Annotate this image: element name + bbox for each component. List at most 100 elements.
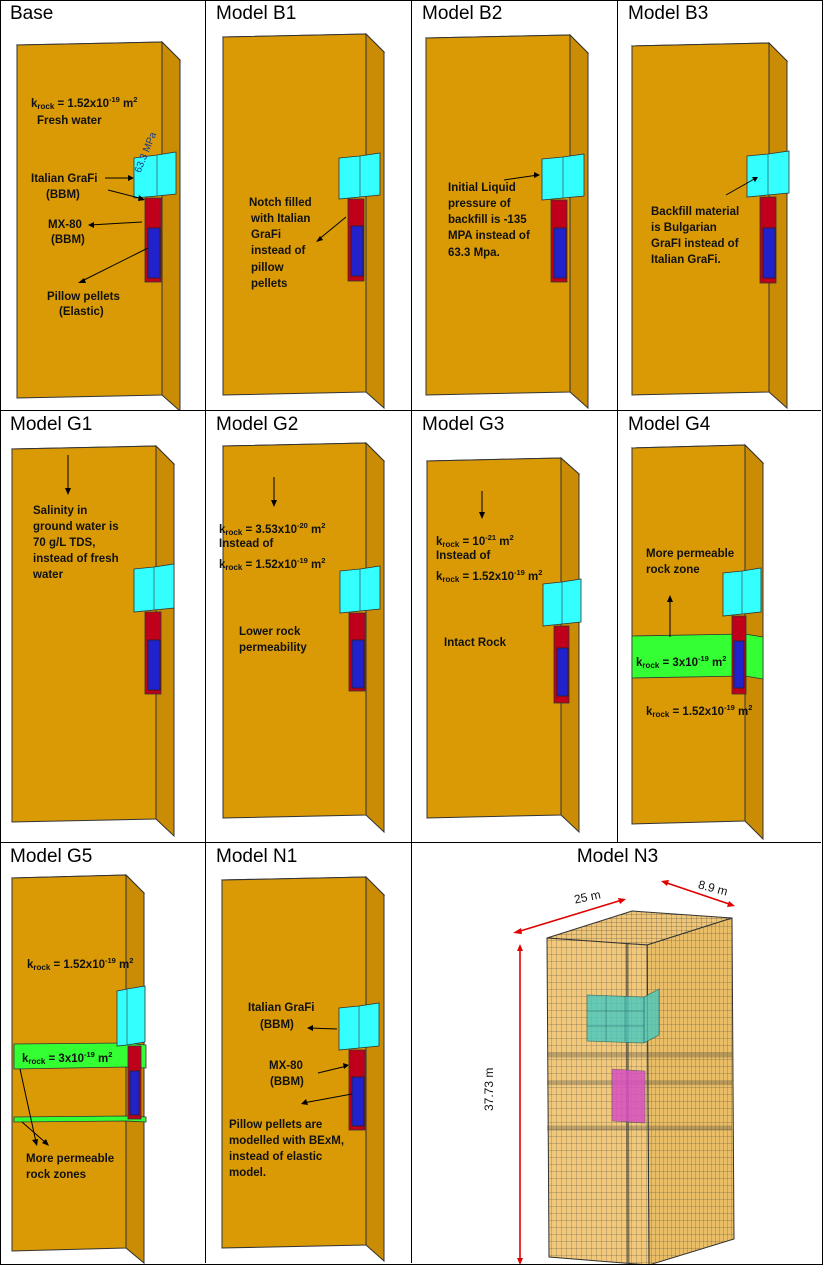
panel-base: Base krock = 1.52x10-19 m2 Fresh water I… (0, 0, 206, 411)
note-line-5: pillow (251, 262, 284, 274)
block-model (630, 443, 765, 841)
panel-title: Model G5 (10, 846, 93, 867)
bbm-label-2: (BBM) (270, 1076, 304, 1088)
bbm-label-2: (BBM) (51, 234, 85, 246)
block-model (10, 444, 176, 838)
permeable-zone-thin (13, 1115, 147, 1123)
intact-rock-label: Intact Rock (444, 637, 506, 649)
permeability-label: krock = 1.52x10-19 m2 (27, 956, 134, 972)
pellet-canister (129, 1070, 140, 1116)
note-line-3: 70 g/L TDS, (33, 537, 96, 549)
note-line-4: instead of (251, 245, 306, 257)
block-model (424, 33, 590, 410)
note-line-2: pressure of (448, 198, 511, 210)
note-line-2: rock zones (26, 1169, 87, 1181)
panel-g1: Model G1 Salinity in ground water is 70 … (0, 411, 206, 843)
note-line-4: MPA instead of (448, 230, 530, 242)
panel-g2: Model G2 krock = 3.53x10-20 m2 Instead o… (206, 411, 412, 843)
panel-title: Base (10, 3, 54, 24)
pellet-canister (350, 225, 364, 277)
zone-permeability-label: krock = 3x10-19 m2 (636, 654, 727, 670)
row-divider (0, 410, 821, 411)
panel-g5: Model G5 krock = 1.52x10-19 m2 krock = 3… (0, 843, 206, 1265)
mx80-label: MX-80 (48, 219, 82, 231)
permeability-label: krock = 10-21 m2 (436, 533, 514, 549)
panel-title: Model B2 (422, 3, 503, 24)
block-model (220, 875, 386, 1263)
note-line-3: GraFI instead of (651, 238, 739, 250)
column-divider (411, 0, 412, 1263)
note-line-1: Salinity in (33, 505, 88, 517)
note-line-4: Italian GraFi. (651, 254, 721, 266)
note-line-2: ground water is (33, 521, 119, 533)
column-divider (617, 0, 618, 842)
depth-dimension (663, 881, 733, 906)
note-line-2: rock zone (646, 564, 700, 576)
pellet-canister (351, 639, 365, 689)
note-line-5: water (33, 569, 64, 581)
instead-of-label: Instead of (436, 550, 491, 562)
panel-b1: Model B1 Notch filled with Italian GraFi… (206, 0, 412, 411)
note-line-1: Notch filled (249, 197, 312, 209)
panel-g4: Model G4 More permeable rock zone krock … (618, 411, 823, 843)
italian-grafi-label: Italian GraFi (248, 1002, 315, 1014)
permeability-label: krock = 1.52x10-19 m2 (31, 95, 138, 111)
panel-title: Model N3 (576, 846, 659, 867)
note-line-1: Backfill material (651, 206, 740, 218)
lower-permeability-line-1: Lower rock (239, 626, 301, 638)
mx80-label: MX-80 (269, 1060, 303, 1072)
pellet-canister (147, 639, 161, 691)
block-model (630, 41, 790, 410)
panel-title: Model B3 (628, 3, 709, 24)
width-dimension (516, 899, 623, 933)
panel-title: Model G2 (216, 414, 299, 435)
block-model (221, 441, 386, 834)
pellet-canister (556, 647, 569, 697)
panel-title: Model B1 (216, 3, 297, 24)
panel-title: Model G4 (628, 414, 711, 435)
pellet-canister (147, 227, 161, 279)
row-divider (0, 842, 821, 843)
elastic-label: (Elastic) (59, 306, 104, 318)
pellet-canister (553, 227, 567, 279)
note-line-4: instead of fresh (33, 553, 119, 565)
note-line-3: backfill is -135 (448, 214, 527, 226)
mesh-model (513, 880, 735, 1265)
note-line-6: pellets (251, 278, 288, 290)
canister-mesh (611, 1068, 646, 1124)
panel-b2: Model B2 Initial Liquid pressure of back… (412, 0, 618, 411)
panel-title: Model N1 (216, 846, 298, 867)
note-line-3: GraFi (251, 229, 282, 241)
note-line-5: 63.3 Mpa. (448, 247, 500, 259)
bbm-label: (BBM) (260, 1019, 294, 1031)
note-line-1: More permeable (26, 1153, 115, 1165)
note-line-3: instead of elastic (229, 1151, 323, 1163)
zone-permeability-label: krock = 3x10-19 m2 (22, 1050, 113, 1066)
block-model (425, 456, 582, 834)
block-model (15, 40, 182, 411)
bbm-label: (BBM) (46, 189, 80, 201)
italian-grafi-label: Italian GraFi (31, 173, 98, 185)
note-line-1: Initial Liquid (448, 182, 516, 194)
panel-n3: Model N3 (412, 843, 823, 1265)
note-line-4: model. (229, 1167, 267, 1179)
permeability-label: krock = 1.52x10-19 m2 (646, 703, 753, 719)
block-model (10, 873, 147, 1265)
panel-g3: Model G3 krock = 10-21 m2 Instead of kro… (412, 411, 618, 843)
lower-permeability-line-2: permeability (239, 642, 307, 654)
pellet-canister (733, 640, 745, 689)
permeability-original-label: krock = 1.52x10-19 m2 (436, 568, 543, 584)
note-line-1: Pillow pellets are (229, 1119, 323, 1131)
column-divider (205, 0, 206, 1263)
note-line-2: is Bulgarian (651, 222, 717, 234)
panel-title: Model G3 (422, 414, 505, 435)
pellet-canister (762, 227, 776, 279)
panel-n1: Model N1 Italian GraFi (BBM) MX-80 (BBM)… (206, 843, 412, 1265)
permeability-label: krock = 3.53x10-20 m2 (219, 521, 326, 537)
permeability-original-label: krock = 1.52x10-19 m2 (219, 556, 326, 572)
note-line-1: More permeable (646, 548, 735, 560)
panel-b3: Model B3 Backfill material is Bulgarian … (618, 0, 823, 411)
panel-title: Model G1 (10, 414, 93, 435)
note-line-2: modelled with BExM, (229, 1135, 345, 1147)
